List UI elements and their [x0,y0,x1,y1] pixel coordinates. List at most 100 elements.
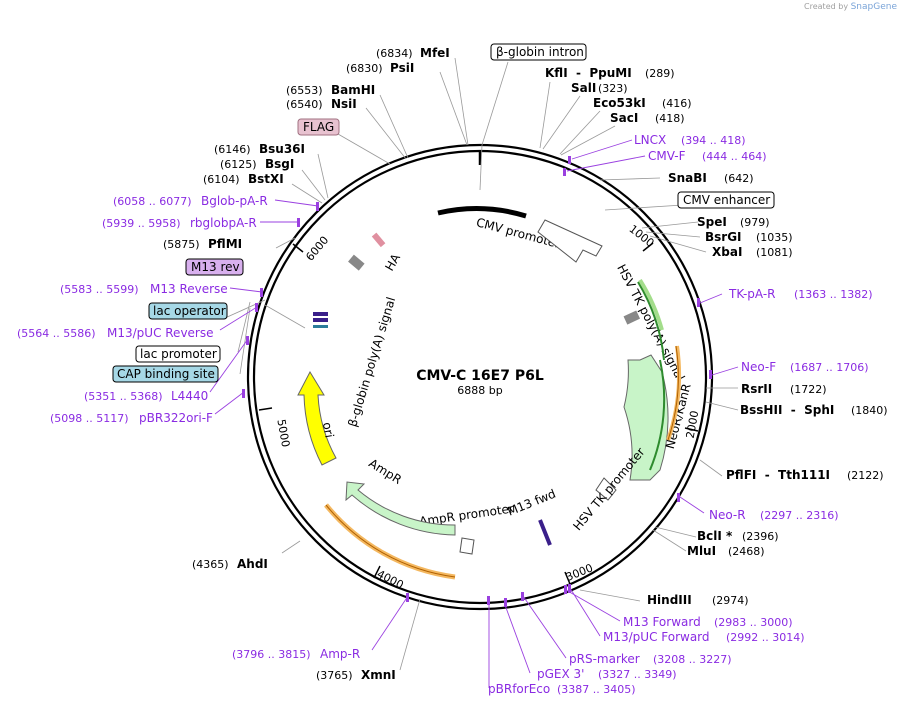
primer-l4440-pos: (5351 .. 5368) [84,390,163,403]
enzyme-bsshii-pos: (1840) [851,404,888,417]
enzyme-snabi-pos: (642) [724,172,754,185]
primer-prs-pos: (3208 .. 3227) [653,653,732,666]
m13-fwd-mark [538,519,552,546]
enzyme-ahdi-pos: (4365) [192,558,229,571]
label-lac-operator: lac operator [153,304,226,318]
tick-mark [258,407,273,411]
boxed-feature-labels: β-globin intron CMV enhancer FLAG M13 re… [112,43,775,383]
primer-pbr322-pos: (5098 .. 5117) [50,412,129,425]
enzyme-bsshii-name: BssHII - SphI [740,403,834,417]
enzyme-saci-pos: (418) [655,112,685,125]
enzyme-pflfi-pos: (2122) [847,469,884,482]
primer-pbr322-name: pBR322ori-F [139,411,213,425]
enzyme-xmni-pos: (3765) [316,669,353,682]
cmv-promoter-arc [437,206,527,219]
primer-pgex-name: pGEX 3' [537,667,584,681]
enzyme-psii-name: PsiI [390,61,414,75]
snapgene-brand: SnapGene [850,2,897,12]
enzyme-hindiii-pos: (2974) [712,594,749,607]
tick-mark [373,565,381,579]
enzyme-bcli-pos: (2396) [742,530,779,543]
enzyme-mlui-name: MluI [687,544,716,558]
enzyme-mlui-pos: (2468) [728,545,765,558]
enzyme-eco53ki-name: Eco53kI [593,96,646,110]
ha-mark [371,232,386,248]
tick-4000: 4000 [375,567,406,591]
enzyme-bamhi-pos: (6553) [286,84,323,97]
primer-tkpar-name: TK-pA-R [728,287,776,301]
primer-marks [242,156,712,607]
primer-prs-name: pRS-marker [569,652,640,666]
box-lac-promoter [135,345,221,363]
credit-prefix: Created by [804,2,849,11]
primer-pbrfor-pos: (3387 .. 3405) [557,683,636,696]
primer-m13fwd-pos: (2983 .. 3000) [714,616,793,629]
primer-ampr-name: Amp-R [320,647,360,661]
enzyme-rsrii-pos: (1722) [790,383,827,396]
primer-rbglob-pos: (5939 .. 5958) [102,217,181,230]
neo-green-line [637,281,665,361]
primer-pgex-pos: (3327 .. 3349) [598,668,677,681]
enzyme-hindiii-name: HindIII [647,593,692,607]
primer-labels: LNCX (394 .. 418) CMV-F (444 .. 464) TK-… [17,133,873,696]
tick-1000: 1000 [627,222,657,249]
enzyme-pflmi-name: PflMI [208,237,242,251]
bglobin-polya-label: β-globin poly(A) signal [345,295,398,428]
enzyme-bsrgi-name: BsrGI [705,230,742,244]
enzyme-pflmi-pos: (5875) [163,238,200,251]
enzyme-snabi-name: SnaBI [668,171,707,185]
enzyme-bsu36i-name: Bsu36I [259,142,305,156]
label-m13rev: M13 rev [191,260,240,274]
box-cmv-enhancer [677,191,775,209]
leader-lines [224,57,739,671]
primer-m13pucfwd-pos: (2992 .. 3014) [726,631,805,644]
enzyme-bsrgi-pos: (1035) [756,231,793,244]
enzyme-xbai-name: XbaI [712,245,742,259]
tick-6000: 6000 [303,234,331,264]
enzyme-mfei-name: MfeI [420,46,450,60]
enzyme-mfei-pos: (6834) [376,47,413,60]
ampr-arrow [345,481,456,536]
tick-mark [292,243,304,253]
primer-ampr-pos: (3796 .. 3815) [232,648,311,661]
enzyme-sali-pos: (323) [598,82,628,95]
primer-l4440-name: L4440 [171,389,208,403]
enzyme-bcli-name: BclI * [697,529,733,543]
box-cap-site [112,365,219,383]
primer-m13rev-name: M13 Reverse [150,282,228,296]
box-m13rev [185,258,244,276]
box-flag [297,118,340,136]
label-lac-promoter: lac promoter [140,347,217,361]
ori-label: ori [320,421,336,439]
hsv-tk-polya-arrow [537,219,603,263]
primer-neof-pos: (1687 .. 1706) [790,361,869,374]
enzyme-saci-name: SacI [610,111,638,125]
primer-lncx-name: LNCX [634,133,666,147]
primer-lncx-pos: (394 .. 418) [681,134,746,147]
snapgene-credit: Created by SnapGene [804,2,897,12]
tick-mark [564,571,571,585]
orange-primer-outline [667,345,679,441]
enzyme-psii-pos: (6830) [346,62,383,75]
label-cap-site: CAP binding site [117,367,215,381]
primer-neof-name: Neo-F [741,360,776,374]
hsv-tk-promoter-arrow [595,477,617,501]
enzyme-pflfi-name: PflFI - Tth111I [726,468,830,482]
enzyme-bamhi-name: BamHI [331,83,375,97]
ori-arrow [297,370,337,466]
primer-tkpar-pos: (1363 .. 1382) [794,288,873,301]
hsv-tk-promoter-label: HSV TK promoter [570,445,647,533]
ampr-promoter-arrow [459,537,475,555]
neo-green-line-2 [649,359,666,471]
enzyme-bsgi-name: BsgI [265,157,294,171]
ha-label: HA [382,251,403,274]
primer-cmvf-pos: (444 .. 464) [702,150,767,163]
primer-lines [209,139,739,688]
enzyme-kfli-name: KflI - PpuMI [545,66,632,80]
enzyme-bsgi-pos: (6125) [220,158,257,171]
primer-cmvf-name: CMV-F [648,149,686,163]
label-cmv-enhancer: CMV enhancer [683,193,770,207]
plasmid-size: 6888 bp [457,384,502,397]
enzyme-bsu36i-pos: (6146) [214,143,251,156]
